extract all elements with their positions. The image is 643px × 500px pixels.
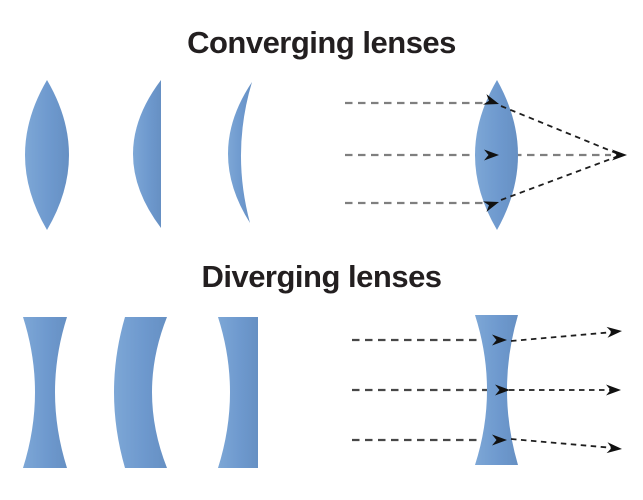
- diverging-ray-lens-biconcave: [475, 315, 518, 465]
- biconcave-lens-icon: [23, 317, 67, 468]
- diverging-lens-row: [23, 317, 258, 468]
- diverging-exit-ray-bottom: [510, 438, 615, 449]
- converging-meniscus-lens-icon: [227, 82, 252, 223]
- converging-exit-ray-top: [500, 105, 617, 154]
- converging-title: Converging lenses: [187, 25, 456, 60]
- diverging-ray-diagram: [352, 315, 623, 465]
- diverging-exit-ray-top: [510, 331, 615, 342]
- converging-ray-diagram: [345, 80, 627, 230]
- plano-convex-lens-icon: [133, 80, 161, 228]
- diverging-end-arrow-top: [606, 325, 623, 338]
- diverging-end-arrow-bottom: [606, 442, 623, 455]
- diverging-meniscus-lens-icon: [114, 317, 167, 468]
- diverging-end-arrow-middle: [606, 384, 621, 396]
- converging-lens-row: [25, 80, 252, 230]
- plano-concave-lens-icon: [218, 317, 258, 468]
- focal-point-arrow: [612, 149, 627, 161]
- biconvex-lens-icon: [25, 80, 69, 230]
- diverging-title: Diverging lenses: [201, 259, 442, 294]
- converging-exit-ray-bottom: [500, 156, 617, 201]
